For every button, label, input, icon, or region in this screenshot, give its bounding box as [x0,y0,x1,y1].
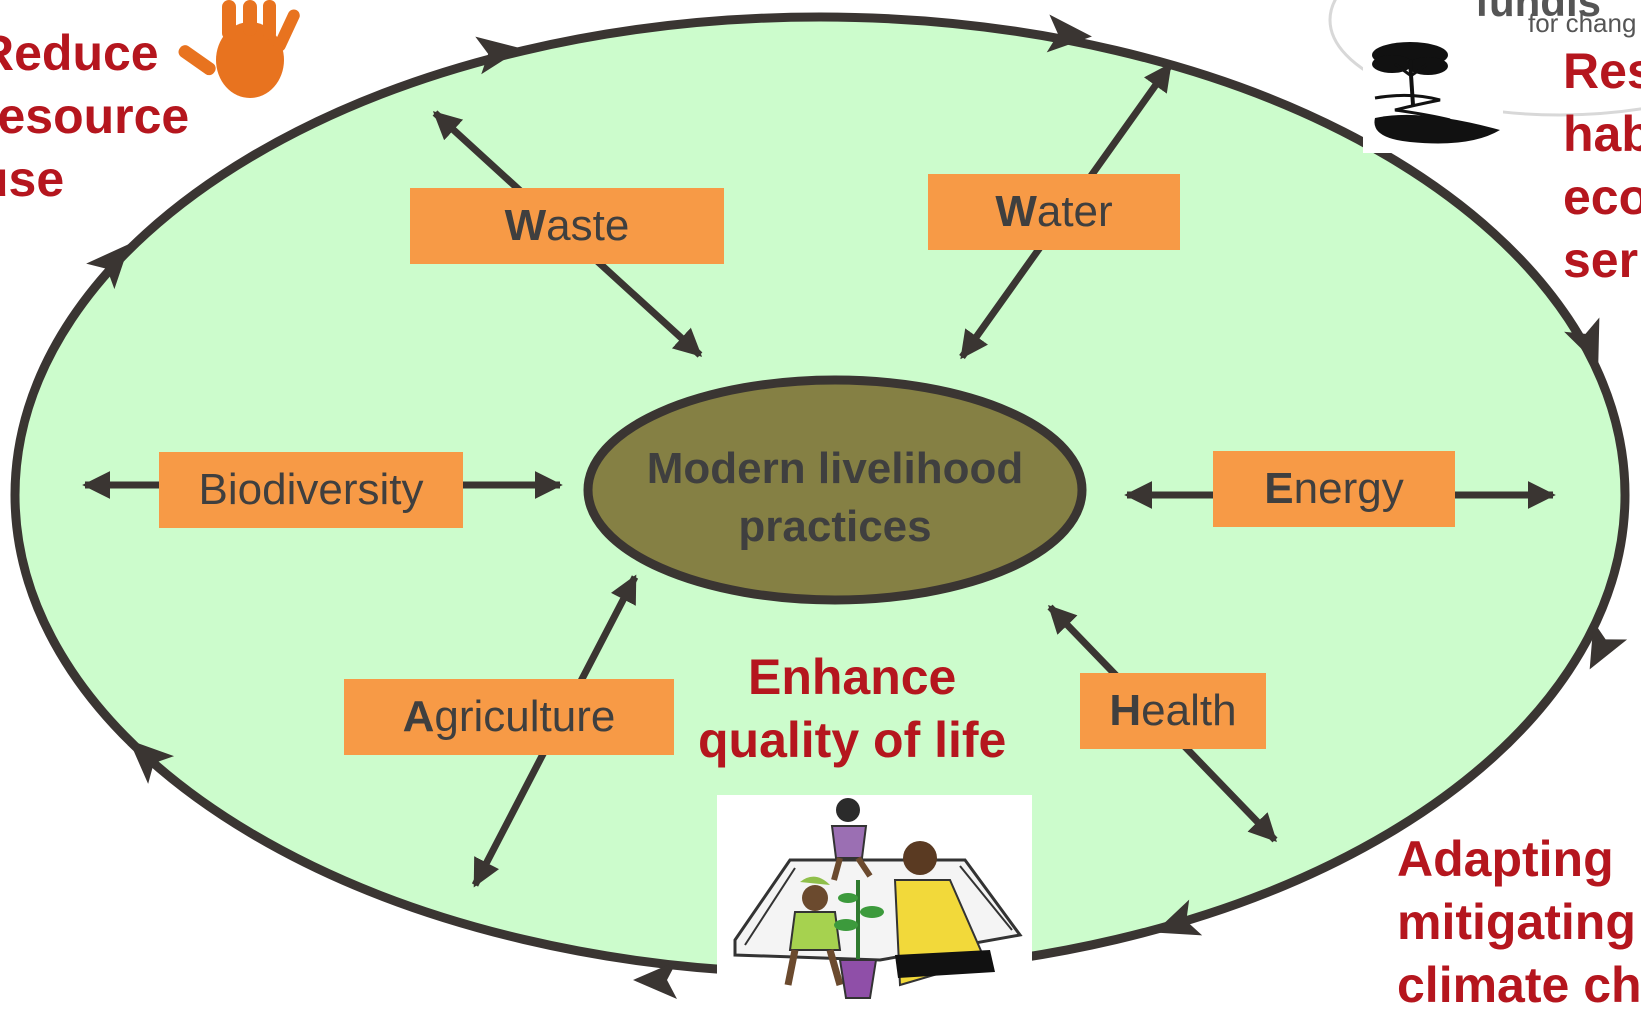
biodiversity-box: Biodiversity [159,452,463,528]
waste-rest: aste [546,201,630,250]
hand-print-icon [178,0,300,98]
goal-enhance-quality-of-life: Enhance quality of life [698,649,1007,768]
center-label-line2: practices [738,502,932,551]
agriculture-rest: griculture [434,692,616,741]
brand-name: fundis [1475,0,1601,25]
water-initial: W [995,187,1037,236]
waste-initial: W [504,201,547,250]
health-rest: ealth [1141,686,1237,735]
cycle-arrowheads [86,14,1628,999]
brand-tagline: for chang [1528,8,1637,38]
center-label: Modern livelihood practices [600,440,1070,556]
energy-rest: nergy [1293,464,1404,513]
family-planting-illustration [717,795,1032,1009]
goal-adapting-climate-change: Adapting mitigating climate ch [1397,831,1641,1013]
goal-reduce-resource-use: Reduce resource use [0,25,190,207]
acacia-tree-logo-icon [1363,35,1503,153]
health-initial: H [1109,686,1142,735]
energy-initial: E [1264,464,1294,513]
goal-restore-habitats: Res hab eco ser [1563,43,1641,288]
biodiversity-rest: Biodiversity [198,465,424,514]
agriculture-initial: A [402,692,435,741]
center-ellipse [583,375,1087,605]
water-rest: ater [1036,187,1113,236]
center-label-line1: Modern livelihood [646,444,1024,493]
